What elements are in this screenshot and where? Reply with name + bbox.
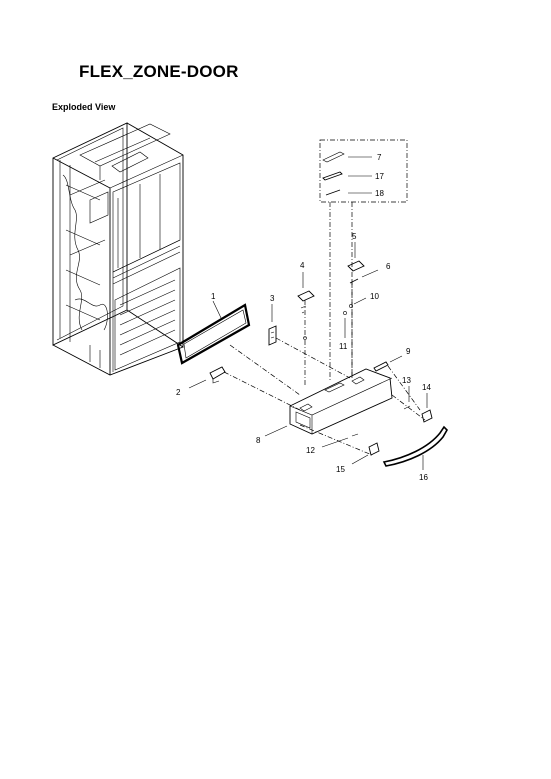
label-part-12: 12 — [306, 446, 315, 455]
label-part-6: 6 — [386, 262, 391, 271]
label-part-14: 14 — [422, 383, 431, 392]
part-9-bracket — [373, 355, 421, 411]
hinge-part-3 — [268, 304, 351, 379]
label-part-10: 10 — [370, 292, 379, 301]
label-part-3: 3 — [270, 294, 275, 303]
part-5-cover — [347, 242, 365, 272]
page-title: FLEX_ZONE-DOOR — [79, 62, 239, 81]
part-6-clip — [349, 269, 379, 284]
label-part-5: 5 — [352, 232, 357, 241]
part-11-screw — [343, 280, 353, 378]
label-part-8: 8 — [256, 436, 261, 445]
accessory-kit-box — [319, 139, 408, 380]
label-part-17: 17 — [375, 172, 384, 181]
label-part-13: 13 — [402, 376, 411, 385]
door-gasket — [176, 300, 251, 365]
part-14-handle-cap — [421, 393, 433, 423]
part-15-handle-cap — [351, 442, 380, 465]
door-panel-part-8 — [264, 368, 393, 437]
label-part-15: 15 — [336, 465, 345, 474]
label-part-11: 11 — [339, 342, 348, 351]
label-part-4: 4 — [300, 261, 305, 270]
refrigerator-cabinet — [52, 122, 184, 376]
bracket-part-2 — [188, 344, 301, 411]
section-label: Exploded View — [52, 102, 116, 112]
label-part-16: 16 — [419, 473, 428, 482]
label-part-7: 7 — [377, 153, 382, 162]
part-labels: 1 2 3 4 5 6 7 8 9 10 11 12 13 14 15 16 1… — [176, 153, 431, 482]
label-part-1: 1 — [211, 292, 216, 301]
label-part-2: 2 — [176, 388, 181, 397]
door-handle-part-16 — [382, 425, 448, 470]
label-part-18: 18 — [375, 189, 384, 198]
part-12-screw — [299, 424, 373, 456]
part-10-screw — [349, 297, 367, 308]
label-part-9: 9 — [406, 347, 411, 356]
part-13-screw — [391, 386, 426, 421]
part-4-cover — [297, 272, 315, 385]
